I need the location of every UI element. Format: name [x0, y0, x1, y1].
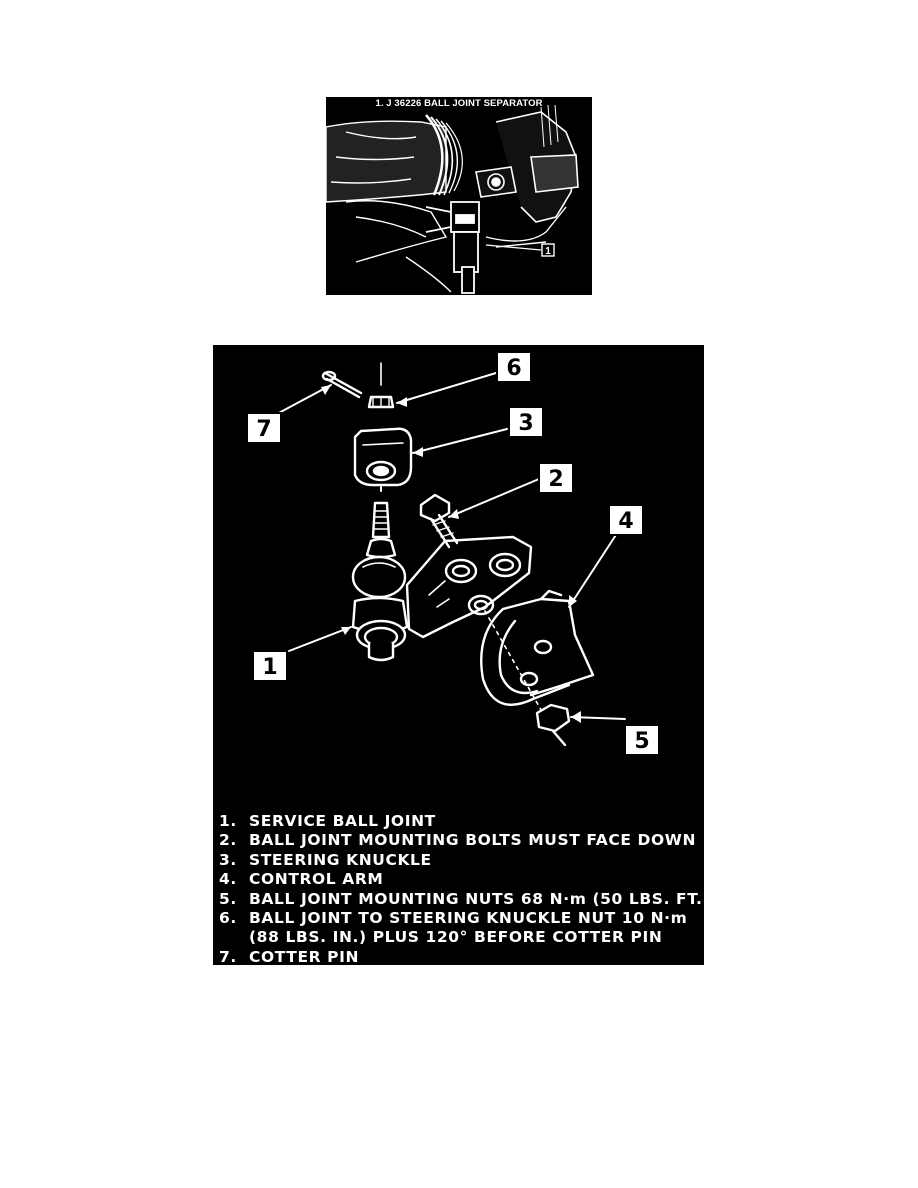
ball-joint-separator-photo: 1 1. J 36226 BALL JOINT SEPARATOR: [326, 97, 592, 295]
legend-number: 2.: [219, 831, 237, 850]
legend-number: 7.: [219, 947, 237, 965]
callout-box-7: [246, 412, 282, 444]
legend-item: 7. COTTER PIN: [219, 948, 704, 965]
callout-5: 5: [634, 729, 649, 754]
legend-text: STEERING KNUCKLE: [249, 850, 432, 869]
callout-3: 3: [518, 411, 533, 436]
legend-continuation: (88 LBS. IN.) PLUS 120° BEFORE COTTER PI…: [249, 928, 663, 947]
legend-number: 1.: [219, 812, 237, 830]
callout-box-6: [496, 351, 532, 383]
steering-knuckle-part: [353, 427, 413, 487]
callout-box-3: [508, 406, 544, 438]
callout-7: 7: [256, 417, 271, 442]
legend-number: 6.: [219, 909, 237, 928]
legend-item: 6. BALL JOINT TO STEERING KNUCKLE NUT 10…: [219, 909, 704, 928]
cotter-pin-part: [321, 370, 363, 399]
exploded-diagram-drawing: 6 7 3 2 4 5 1: [246, 351, 660, 756]
ball-joint-stud: [365, 501, 397, 559]
figure-1-caption: 1. J 36226 BALL JOINT SEPARATOR: [375, 98, 543, 109]
mounting-bolt-part: [419, 493, 459, 549]
callout-box-1: [541, 243, 555, 257]
callout-2: 2: [548, 467, 563, 492]
callout-box-1: [252, 650, 288, 682]
legend-item: 1. SERVICE BALL JOINT: [219, 812, 704, 831]
callout-4: 4: [618, 509, 633, 534]
callout-box-5: [624, 724, 660, 756]
callout-6: 6: [506, 356, 521, 381]
legend-item: 3. STEERING KNUCKLE: [219, 851, 704, 870]
legend-number: 3.: [219, 850, 237, 869]
parts-legend: 1. SERVICE BALL JOINT 2. BALL JOINT MOUN…: [219, 812, 704, 965]
castle-nut-part: [367, 395, 395, 409]
service-ball-joint-part: [351, 535, 533, 662]
legend-text: SERVICE BALL JOINT: [249, 812, 436, 830]
legend-item: 4. CONTROL ARM: [219, 870, 704, 889]
legend-item: 5. BALL JOINT MOUNTING NUTS 68 N·m (50 L…: [219, 890, 704, 909]
legend-number: 5.: [219, 889, 237, 908]
mounting-nut-part: [535, 703, 571, 747]
legend-number: 4.: [219, 870, 237, 889]
legend-text: BALL JOINT TO STEERING KNUCKLE NUT 10 N·…: [249, 909, 688, 928]
legend-text: CONTROL ARM: [249, 870, 384, 889]
photo-callout-1: 1: [545, 246, 551, 257]
legend-text: BALL JOINT MOUNTING NUTS 68 N·m (50 LBS.…: [249, 889, 704, 908]
separator-photo-drawing: 1: [326, 104, 579, 294]
callout-box-2: [538, 462, 574, 494]
callout-1: 1: [262, 655, 277, 680]
legend-text: BALL JOINT MOUNTING BOLTS MUST FACE DOWN: [249, 831, 697, 850]
legend-item: 2. BALL JOINT MOUNTING BOLTS MUST FACE D…: [219, 831, 704, 850]
control-arm-part: [480, 589, 595, 732]
legend-text: COTTER PIN: [249, 947, 360, 965]
ball-joint-exploded-diagram: 6 7 3 2 4 5 1 1. SERVICE BALL JOINT 2. B…: [213, 345, 704, 965]
callout-box-4: [608, 504, 644, 536]
